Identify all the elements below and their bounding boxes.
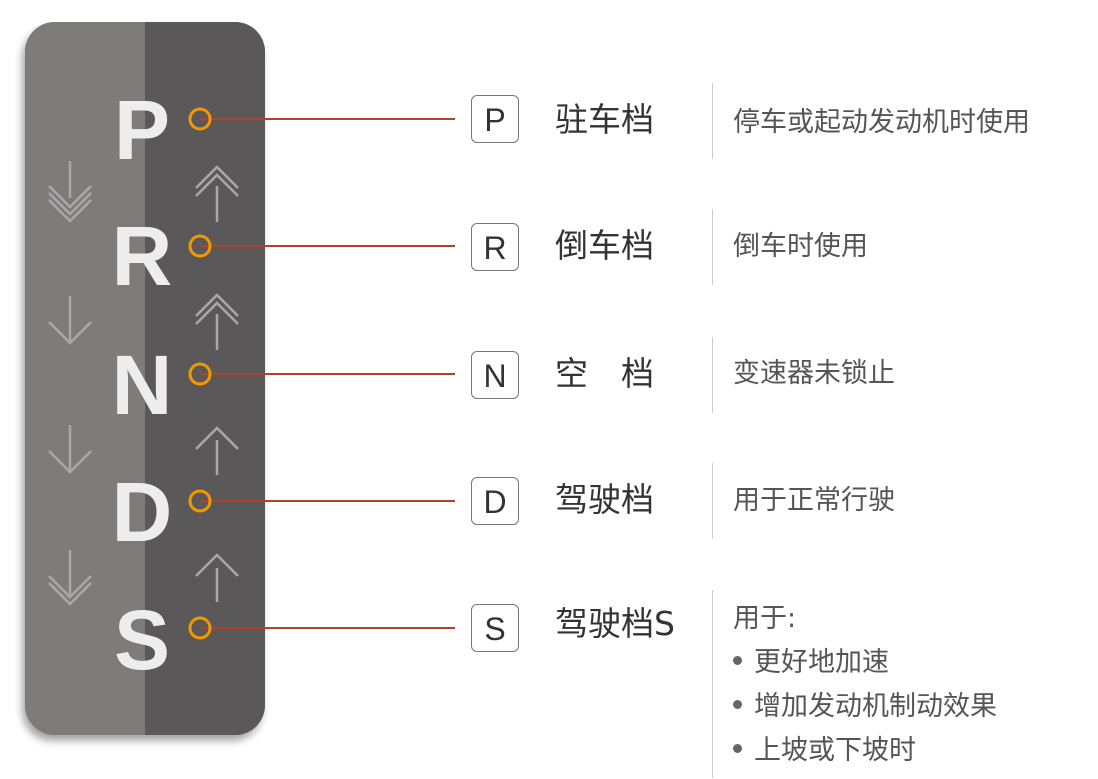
gear-desc-r: 倒车时使用 xyxy=(733,231,868,262)
gear-badge-s: S xyxy=(471,604,519,652)
bullet-text: 更好地加速 xyxy=(754,647,889,678)
gear-badge-p: P xyxy=(471,95,519,143)
gear-name-d: 驾驶档 xyxy=(555,480,654,519)
divider xyxy=(712,463,713,539)
gear-badge-n: N xyxy=(471,351,519,399)
gear-letter-r: R xyxy=(111,209,173,303)
divider xyxy=(712,83,713,159)
bullet-dot-icon xyxy=(733,744,742,753)
gear-badge-r: R xyxy=(471,223,519,271)
bullet-text: 增加发动机制动效果 xyxy=(754,691,997,722)
panel-left-half xyxy=(25,22,145,735)
gear-name-r: 倒车档 xyxy=(555,226,654,265)
bullet-dot-icon xyxy=(733,656,742,665)
shift-up-arrow-icon xyxy=(195,553,239,602)
shift-down-arrow-icon xyxy=(48,161,92,223)
divider xyxy=(712,209,713,285)
gear-letter-n: N xyxy=(111,338,173,432)
bullet-dot-icon xyxy=(733,700,742,709)
shift-up-arrow-icon xyxy=(195,293,239,350)
bullet-item: 更好地加速 xyxy=(733,643,889,683)
gear-desc-d: 用于正常行驶 xyxy=(733,485,895,516)
divider xyxy=(712,337,713,413)
gear-desc-s: 用于: xyxy=(733,603,797,634)
bullet-text: 上坡或下坡时 xyxy=(754,735,916,766)
gear-name-p: 驻车档 xyxy=(555,100,654,139)
gear-letter-s: S xyxy=(113,593,171,687)
shift-up-arrow-icon xyxy=(195,165,239,222)
shift-down-arrow-icon xyxy=(48,550,92,606)
gear-desc-n: 变速器未锁止 xyxy=(733,358,895,389)
gear-name-n: 空 档 xyxy=(555,354,654,393)
gear-name-s: 驾驶档S xyxy=(555,604,675,643)
gear-badge-d: D xyxy=(471,477,519,525)
gear-desc-p: 停车或起动发动机时使用 xyxy=(733,107,1030,138)
bullet-item: 上坡或下坡时 xyxy=(733,731,916,771)
shift-up-arrow-icon xyxy=(195,426,239,475)
divider xyxy=(712,590,713,778)
bullet-item: 增加发动机制动效果 xyxy=(733,687,997,727)
gear-letter-p: P xyxy=(113,83,171,177)
shift-down-arrow-icon xyxy=(48,425,92,474)
shift-down-arrow-icon xyxy=(48,296,92,345)
gear-letter-d: D xyxy=(111,465,173,559)
